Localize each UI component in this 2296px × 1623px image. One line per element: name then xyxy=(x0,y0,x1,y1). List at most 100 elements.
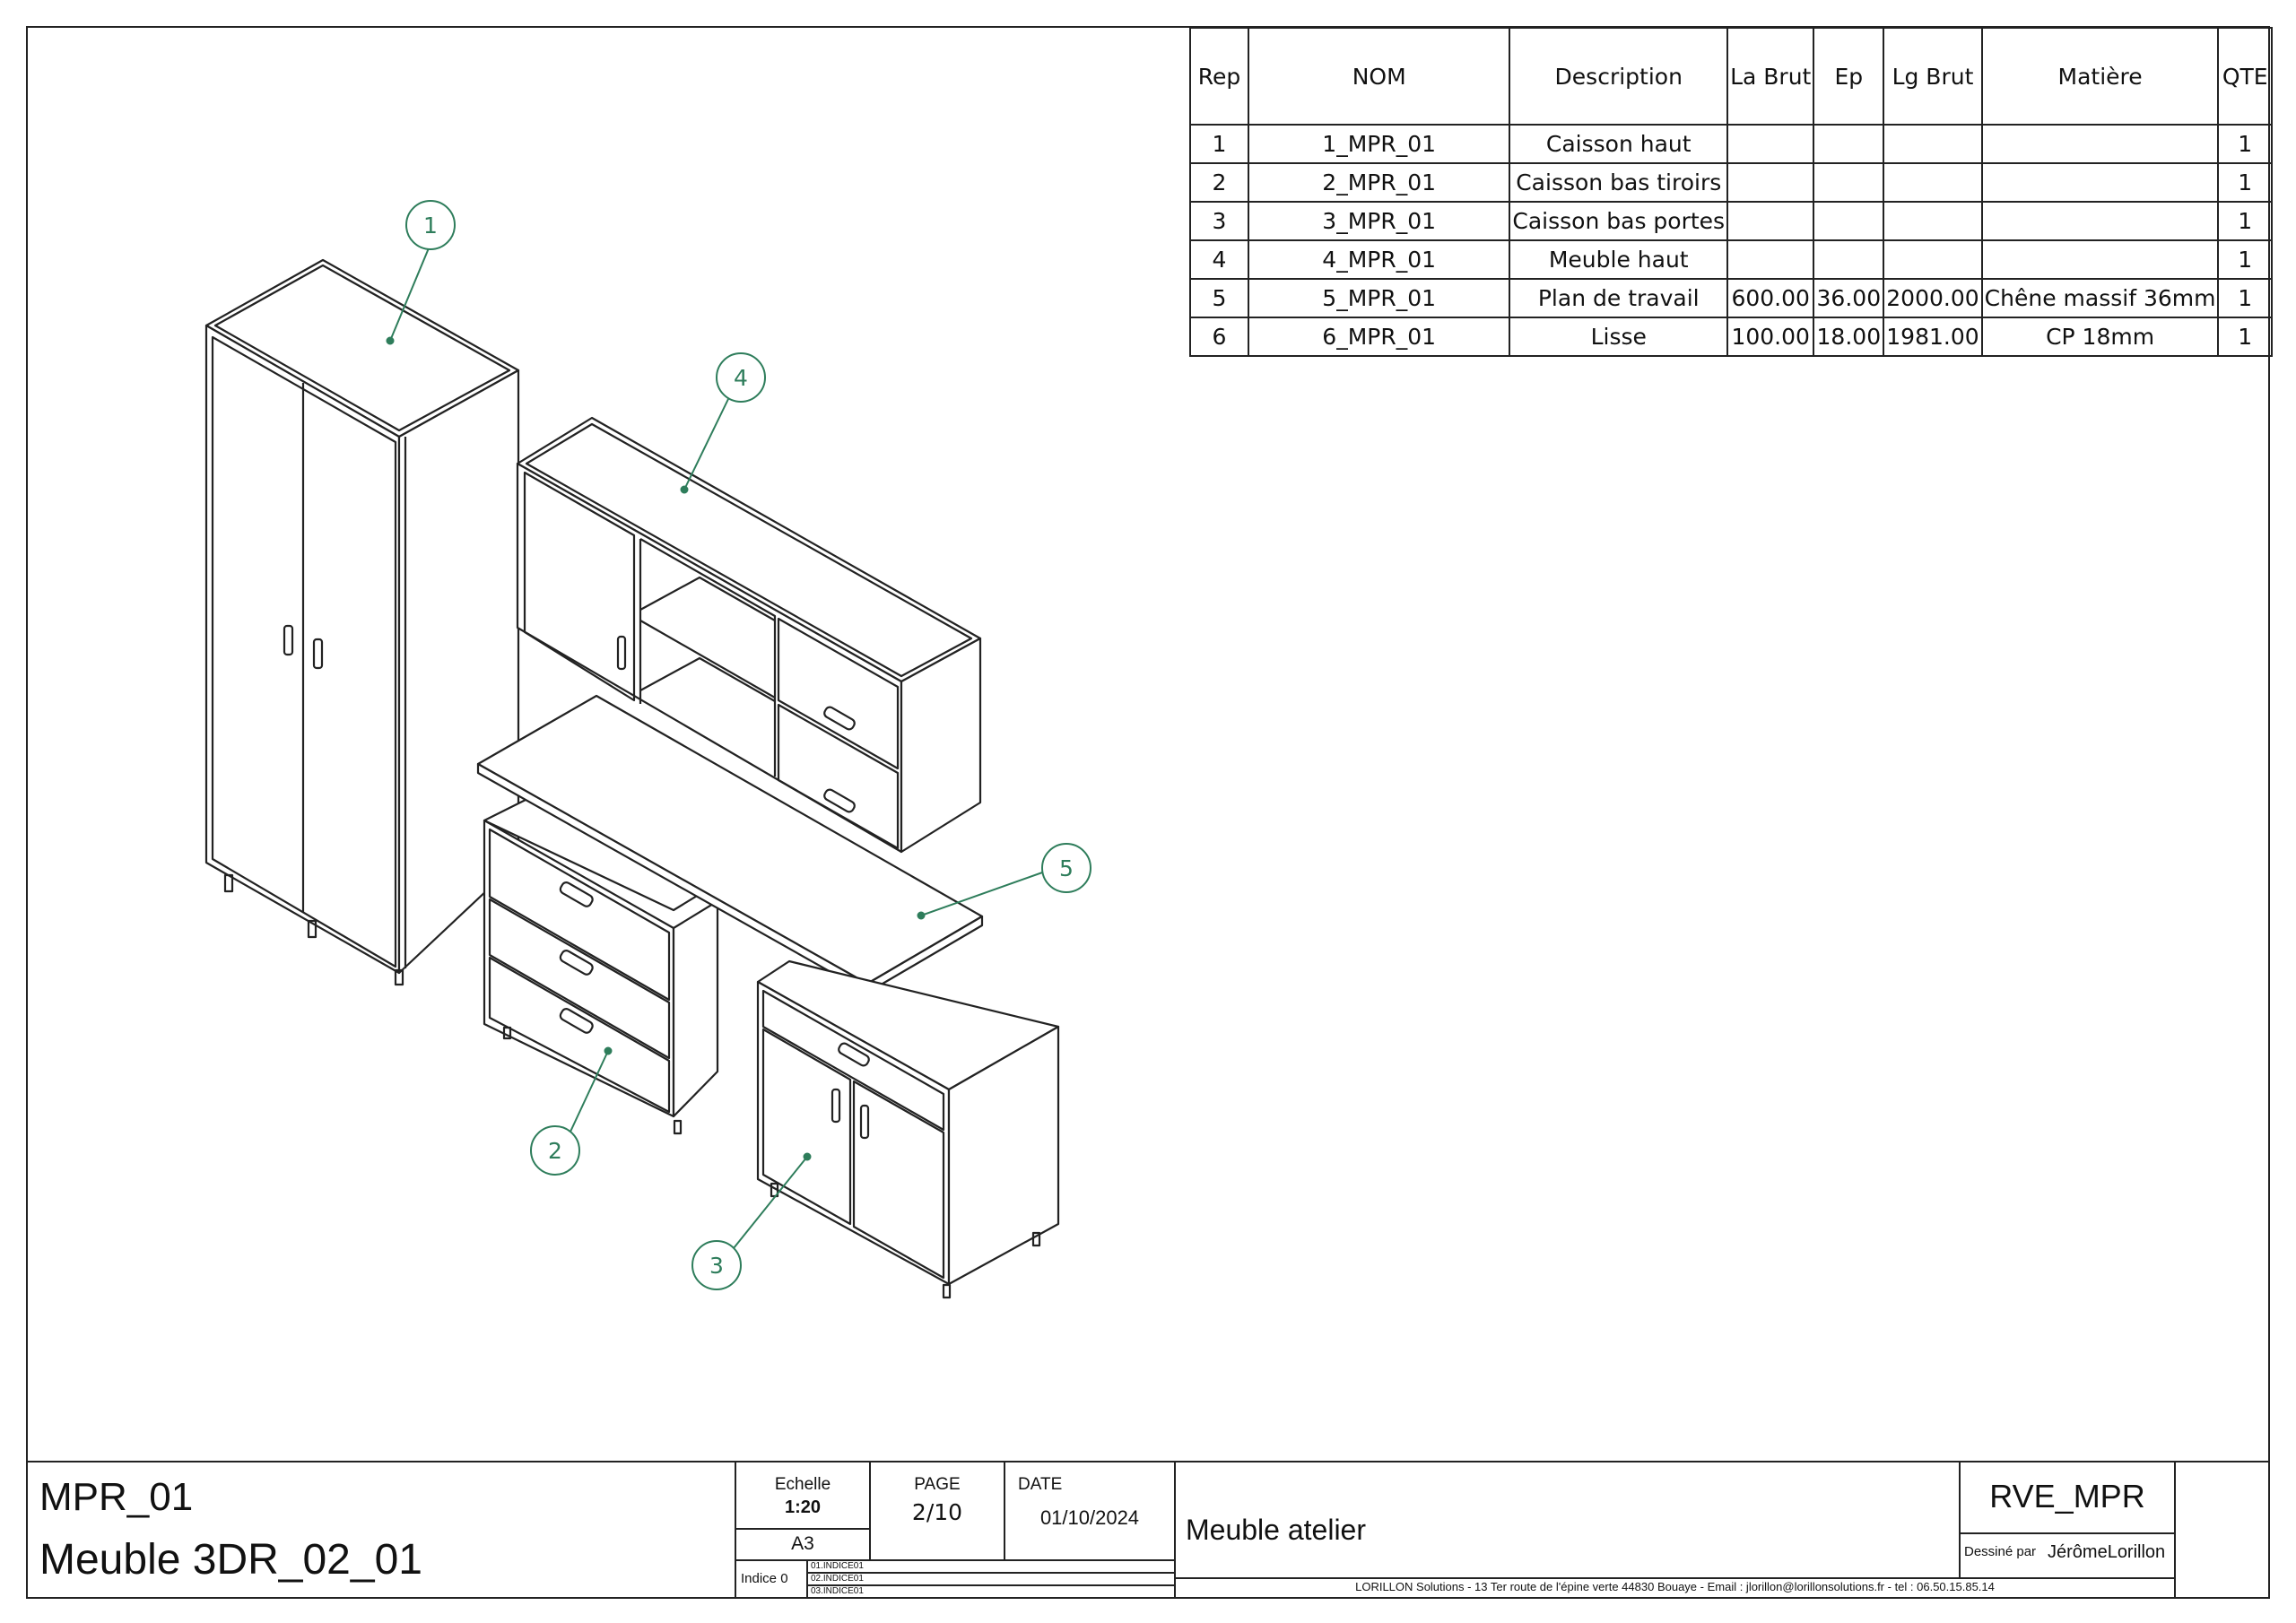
bom-cell-ep xyxy=(1813,201,1885,241)
bom-cell-description: Lisse xyxy=(1509,317,1729,357)
bom-cell-matiere: Chêne massif 36mm xyxy=(1980,278,2220,318)
bom-header-lg-brut: Lg Brut xyxy=(1883,27,1983,126)
bom-cell-description: Meuble haut xyxy=(1509,239,1729,280)
bom-cell-rep: 2 xyxy=(1189,162,1249,203)
bom-cell-matiere xyxy=(1980,201,2220,241)
bom-cell-description: Caisson haut xyxy=(1509,124,1729,164)
drawing-name: Meuble 3DR_02_01 xyxy=(39,1536,422,1584)
bom-cell-description: Caisson bas portes xyxy=(1509,201,1729,241)
bom-cell-lg-brut: 1981.00 xyxy=(1883,317,1983,357)
bom-row: 5 5_MPR_01 Plan de travail 600.00 36.00 … xyxy=(1189,278,2273,318)
drawn-by-name: JérômeLorillon xyxy=(2048,1542,2166,1562)
bom-row: 4 4_MPR_01 Meuble haut 1 xyxy=(1189,239,2273,280)
bom-row: 1 1_MPR_01 Caisson haut 1 xyxy=(1189,124,2273,164)
bom-cell-ep xyxy=(1813,124,1885,164)
bom-cell-ep: 36.00 xyxy=(1813,278,1885,318)
balloon-2-label: 2 xyxy=(548,1138,562,1164)
bom-header-row: Rep NOM Description La Brut Ep Lg Brut M… xyxy=(1189,27,2273,126)
bom-cell-rep: 6 xyxy=(1189,317,1249,357)
balloon-4[interactable] xyxy=(716,352,766,403)
bom-cell-ep xyxy=(1813,162,1885,203)
page-label: PAGE xyxy=(914,1475,961,1494)
bom-cell-lg-brut xyxy=(1883,124,1983,164)
cabinet-1-wardrobe xyxy=(204,258,520,986)
bom-cell-nom: 2_MPR_01 xyxy=(1247,162,1511,203)
bom-row: 3 3_MPR_01 Caisson bas portes 1 xyxy=(1189,201,2273,241)
bom-cell-la-brut xyxy=(1726,124,1815,164)
bom-header-la-brut: La Brut xyxy=(1726,27,1815,126)
bom-cell-matiere xyxy=(1980,124,2220,164)
bom-cell-nom: 4_MPR_01 xyxy=(1247,239,1511,280)
balloon-2[interactable] xyxy=(530,1125,580,1176)
bom-cell-rep: 5 xyxy=(1189,278,1249,318)
date-value: 01/10/2024 xyxy=(1039,1506,1140,1529)
bom-cell-ep xyxy=(1813,239,1885,280)
bom-cell-matiere: CP 18mm xyxy=(1980,317,2220,357)
title-block-grid xyxy=(27,1461,2269,1598)
bom-cell-rep: 1 xyxy=(1189,124,1249,164)
bom-cell-la-brut xyxy=(1726,162,1815,203)
bom-header-qte: QTE xyxy=(2217,27,2273,126)
sheet-format: A3 xyxy=(791,1533,814,1554)
bom-cell-matiere xyxy=(1980,239,2220,280)
bom-row: 6 6_MPR_01 Lisse 100.00 18.00 1981.00 CP… xyxy=(1189,317,2273,357)
bom-cell-ep: 18.00 xyxy=(1813,317,1885,357)
date-label: DATE xyxy=(1018,1475,1063,1494)
balloon-3[interactable] xyxy=(691,1240,742,1290)
drawing-code: MPR_01 xyxy=(39,1475,194,1519)
cabinet-2-drawer-base xyxy=(483,783,719,1135)
bom-cell-nom: 3_MPR_01 xyxy=(1247,201,1511,241)
bom-cell-qte: 1 xyxy=(2217,124,2273,164)
worktop-5 xyxy=(476,694,984,994)
balloon-1[interactable] xyxy=(405,200,456,250)
scale-label: Echelle xyxy=(774,1475,831,1494)
scale-value: 1:20 xyxy=(784,1497,822,1517)
bom-cell-rep: 4 xyxy=(1189,239,1249,280)
drawing-title: Meuble atelier xyxy=(1186,1514,1366,1546)
bom-cell-description: Plan de travail xyxy=(1509,278,1729,318)
balloon-4-label: 4 xyxy=(734,365,748,391)
bom-cell-nom: 5_MPR_01 xyxy=(1247,278,1511,318)
bom-row: 2 2_MPR_01 Caisson bas tiroirs 1 xyxy=(1189,162,2273,203)
drawn-by-label: Dessiné par xyxy=(1964,1544,2037,1559)
bom-cell-qte: 1 xyxy=(2217,278,2273,318)
bom-cell-lg-brut: 2000.00 xyxy=(1883,278,1983,318)
bom-cell-la-brut xyxy=(1726,239,1815,280)
bom-header-nom: NOM xyxy=(1247,27,1511,126)
bom-cell-nom: 6_MPR_01 xyxy=(1247,317,1511,357)
bom-cell-qte: 1 xyxy=(2217,201,2273,241)
bom-cell-qte: 1 xyxy=(2217,239,2273,280)
balloon-leaders xyxy=(386,243,1046,1249)
cabinet-3-door-base xyxy=(756,959,1060,1299)
revision-1: 01.INDICE01 xyxy=(811,1561,864,1571)
bom-cell-lg-brut xyxy=(1883,239,1983,280)
bom-cell-la-brut: 600.00 xyxy=(1726,278,1815,318)
revision-3: 03.INDICE01 xyxy=(811,1586,864,1596)
balloon-3-label: 3 xyxy=(709,1253,724,1279)
bom-cell-nom: 1_MPR_01 xyxy=(1247,124,1511,164)
bom-cell-description: Caisson bas tiroirs xyxy=(1509,162,1729,203)
revision-2: 02.INDICE01 xyxy=(811,1574,864,1584)
index-label: Indice 0 xyxy=(741,1571,788,1586)
balloon-1-label: 1 xyxy=(423,213,438,239)
balloon-5-label: 5 xyxy=(1059,855,1074,881)
company-footer: LORILLON Solutions - 13 Ter route de l'é… xyxy=(1355,1580,1995,1593)
bom-header-matiere: Matière xyxy=(1980,27,2220,126)
bom-table: Rep NOM Description La Brut Ep Lg Brut M… xyxy=(1189,27,2273,357)
balloon-5[interactable] xyxy=(1041,843,1091,893)
project-code: RVE_MPR xyxy=(1989,1478,2145,1515)
bom-header-rep: Rep xyxy=(1189,27,1249,126)
cabinet-4-wall-unit xyxy=(516,416,982,854)
bom-cell-lg-brut xyxy=(1883,162,1983,203)
bom-cell-la-brut xyxy=(1726,201,1815,241)
bom-cell-qte: 1 xyxy=(2217,317,2273,357)
bom-header-description: Description xyxy=(1509,27,1729,126)
bom-header-ep: Ep xyxy=(1813,27,1885,126)
bom-cell-qte: 1 xyxy=(2217,162,2273,203)
bom-cell-la-brut: 100.00 xyxy=(1726,317,1815,357)
bom-cell-matiere xyxy=(1980,162,2220,203)
page-value: 2/10 xyxy=(911,1499,963,1525)
sheet-frame xyxy=(26,26,2270,1599)
